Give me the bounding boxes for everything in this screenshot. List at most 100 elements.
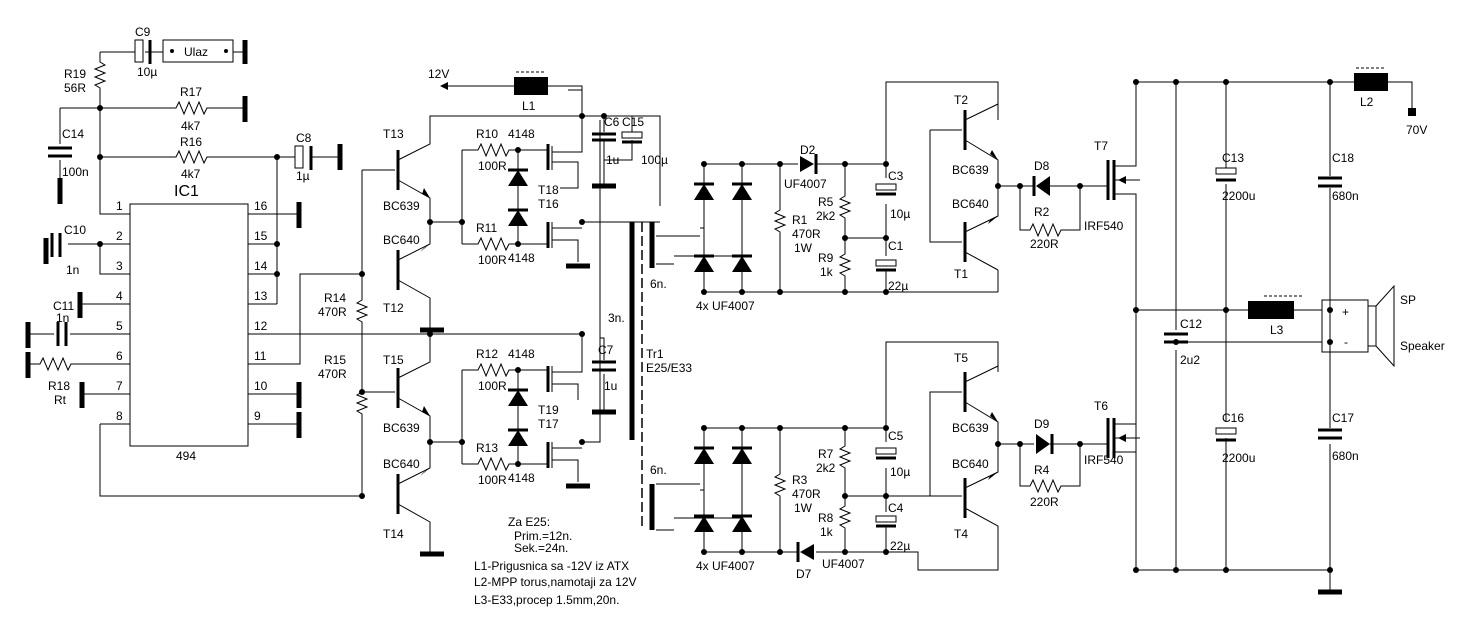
r1-power: 1W: [794, 241, 813, 255]
t4-label: T4: [954, 527, 968, 541]
note-4: L1-Prigusnica sa -12V iz ATX: [474, 559, 629, 573]
r18-label: R18: [48, 379, 70, 393]
c12-label: C12: [1180, 317, 1202, 331]
c16-label: C16: [1222, 411, 1244, 425]
t2-label: T2: [954, 93, 968, 107]
l2-label: L2: [1360, 95, 1374, 109]
c15-label: C15: [622, 115, 644, 129]
speaker-plus: +: [1342, 305, 1349, 319]
note-2: Prim.=12n.: [514, 529, 572, 543]
c16-value: 2200u: [1222, 451, 1255, 465]
v12-label: 12V: [428, 67, 449, 81]
ic-left-wiring: [25, 233, 362, 497]
speaker-icon: [1321, 284, 1395, 368]
r12-value: 100R: [478, 379, 507, 393]
c13-label: C13: [1222, 151, 1244, 165]
c5-label: C5: [888, 429, 904, 443]
t18-label: T18: [538, 183, 559, 197]
r15-label: R15: [324, 353, 346, 367]
r8-label: R8: [818, 511, 834, 525]
r18-value: Rt: [54, 393, 67, 407]
ic1-pin-16: 16: [254, 199, 268, 213]
gate-network-bottom: [459, 120, 601, 489]
ic1-pin-3: 3: [116, 259, 123, 273]
t14-type: BC640: [383, 457, 420, 471]
r15-value: 470R: [318, 367, 347, 381]
upper-floating-supply: [742, 81, 999, 295]
c17-label: C17: [1332, 411, 1354, 425]
t13-type: BC639: [383, 199, 420, 213]
sec-turns-2: 6n.: [650, 463, 667, 477]
r11-value: 100R: [478, 253, 507, 267]
speaker-minus: -: [1344, 335, 1348, 349]
t7-label: T7: [1094, 139, 1108, 153]
input-label: Ulaz: [184, 45, 208, 59]
r19-value: 56R: [64, 81, 86, 95]
ic1-pin-4: 4: [116, 289, 123, 303]
c1-value: 22µ: [888, 279, 908, 293]
t16-label: T16: [538, 197, 559, 211]
tr1-label: Tr1: [646, 347, 664, 361]
ic1-pin-13: 13: [254, 289, 268, 303]
gate-network-top: [459, 89, 660, 269]
r1-label: R1: [792, 213, 808, 227]
ic1-pin-11: 11: [254, 349, 267, 363]
ic1-ref: IC1: [174, 183, 199, 200]
t6-type: IRF540: [1084, 453, 1124, 467]
tr1-core: E25/E33: [646, 361, 692, 375]
d8-label: D8: [1034, 159, 1050, 173]
c14-value: 100n: [62, 165, 89, 179]
r19-label: R19: [64, 67, 86, 81]
r3-power: 1W: [794, 501, 813, 515]
sec-turns-1: 6n.: [650, 277, 667, 291]
c10-label: C10: [64, 223, 86, 237]
d9-label: D9: [1034, 417, 1050, 431]
r14-value: 470R: [318, 305, 347, 319]
t14-label: T14: [383, 527, 404, 541]
d2-type: UF4007: [784, 177, 827, 191]
c8-value: 1µ: [296, 169, 310, 183]
r2-label: R2: [1034, 205, 1050, 219]
c6-label: C6: [604, 115, 620, 129]
r9-value: 1k: [820, 265, 834, 279]
note-1: Za E25:: [508, 515, 550, 529]
speaker-label: Speaker: [1400, 339, 1445, 353]
supply-12v: [440, 71, 643, 189]
c7-value: 1u: [604, 379, 617, 393]
t1-label: T1: [954, 267, 968, 281]
note-3: Sek.=24n.: [514, 541, 568, 555]
r2-value: 220R: [1030, 237, 1059, 251]
c10-value: 1n: [66, 263, 79, 277]
t5-label: T5: [954, 351, 968, 365]
c1-label: C1: [888, 239, 904, 253]
r4-value: 220R: [1030, 495, 1059, 509]
t12-type: BC640: [383, 233, 420, 247]
t5-type: BC639: [952, 421, 989, 435]
t15-type: BC639: [383, 421, 420, 435]
r11-label: R11: [476, 221, 497, 235]
c4-label: C4: [888, 501, 904, 515]
t7-type: IRF540: [1084, 219, 1124, 233]
c11-label: C11: [53, 299, 74, 313]
primary-turns: 3n.: [608, 311, 625, 325]
t13-label: T13: [383, 127, 404, 141]
r17-label: R17: [180, 85, 202, 99]
ic1-pin-6: 6: [116, 349, 123, 363]
c18-label: C18: [1332, 151, 1354, 165]
ic1-pin-9: 9: [254, 409, 261, 423]
ic1-pin-7: 7: [116, 379, 123, 393]
ic1-pin-5: 5: [116, 319, 123, 333]
r3-value: 470R: [792, 487, 821, 501]
c6-value: 1u: [606, 153, 619, 167]
t1-type: BC640: [952, 197, 989, 211]
c14-label: C14: [62, 127, 84, 141]
d-4148-2: 4148: [508, 251, 535, 265]
c15-value: 100µ: [641, 153, 668, 167]
r5-label: R5: [818, 195, 834, 209]
r14-label: R14: [324, 291, 346, 305]
ic1-body: [129, 203, 249, 447]
r13-label: R13: [476, 441, 498, 455]
